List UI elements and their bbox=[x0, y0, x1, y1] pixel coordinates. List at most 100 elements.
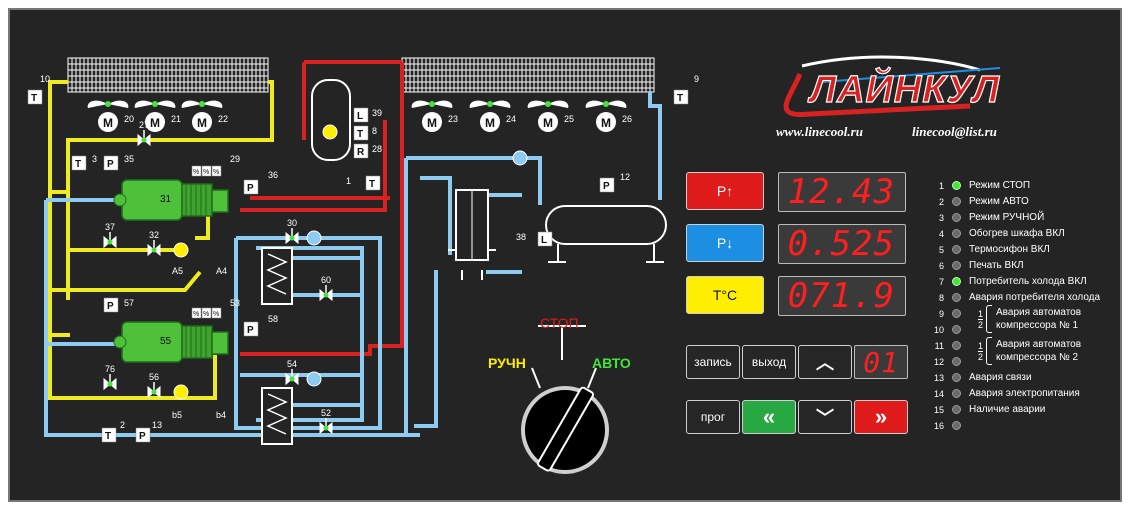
indicator-number: 6 bbox=[938, 260, 944, 271]
indicator-led-icon bbox=[952, 405, 961, 414]
svg-text:36: 36 bbox=[268, 170, 278, 180]
svg-text:22: 22 bbox=[218, 114, 228, 124]
svg-text:38: 38 bbox=[516, 232, 526, 242]
indicator-text: Потребитель холода ВКЛ bbox=[969, 276, 1087, 287]
grouped-indicator-line1: Авария автоматов bbox=[996, 307, 1082, 318]
indicator-text: Обогрев шкафа ВКЛ bbox=[969, 228, 1065, 239]
indicator-row-11: 11 bbox=[928, 338, 969, 353]
svg-text:76: 76 bbox=[105, 364, 115, 374]
svg-text:29: 29 bbox=[230, 154, 240, 164]
svg-text:T: T bbox=[677, 93, 683, 104]
indicator-text: Печать ВКЛ bbox=[969, 260, 1024, 271]
indicator-row-6: 6 Печать ВКЛ bbox=[928, 258, 1024, 273]
valve-56: 56 bbox=[147, 372, 161, 399]
pump-label-b5: b5 bbox=[172, 410, 182, 420]
right-arrow-icon: » bbox=[874, 404, 888, 429]
compressor-55: 55%%% bbox=[113, 307, 229, 363]
indicator-led-icon bbox=[952, 245, 961, 254]
down-button[interactable]: ﹀ bbox=[798, 400, 852, 434]
svg-text:R: R bbox=[357, 147, 365, 158]
oil-separator bbox=[448, 189, 496, 280]
svg-text:8: 8 bbox=[372, 126, 377, 136]
exit-button[interactable]: выход bbox=[742, 345, 796, 379]
indicator-number: 16 bbox=[933, 420, 944, 431]
sensor-10: T10 bbox=[27, 74, 50, 105]
brace-icon bbox=[986, 305, 993, 333]
svg-text:www.linecool.ru: www.linecool.ru bbox=[776, 124, 863, 139]
indicator-number: 15 bbox=[933, 404, 944, 415]
high-pressure-key-label: P↑ bbox=[716, 183, 734, 199]
svg-text:T: T bbox=[357, 129, 363, 140]
liquid-receiver bbox=[545, 205, 667, 263]
svg-text:24: 24 bbox=[506, 114, 516, 124]
temperature-key[interactable]: T°C bbox=[686, 276, 764, 314]
prog-button[interactable]: прог bbox=[686, 400, 740, 434]
brace-icon bbox=[986, 337, 993, 365]
low-pressure-display: 0.525 bbox=[778, 224, 906, 264]
indicator-led-icon bbox=[952, 197, 961, 206]
svg-text:%: % bbox=[193, 169, 199, 176]
heat-exchanger-2 bbox=[261, 387, 293, 445]
condenser-right bbox=[401, 57, 655, 93]
prog-button-label: прог bbox=[700, 410, 726, 424]
svg-text:52: 52 bbox=[321, 408, 331, 418]
indicator-number: 4 bbox=[938, 228, 944, 239]
indicator-number: 1 bbox=[938, 180, 944, 191]
sight-glasses bbox=[173, 150, 528, 400]
svg-text:%: % bbox=[213, 311, 219, 318]
down-arrow-icon: ﹀ bbox=[816, 408, 834, 428]
svg-text:M: M bbox=[601, 116, 611, 130]
svg-text:55: 55 bbox=[160, 336, 172, 347]
high-pressure-key[interactable]: P↑ bbox=[686, 172, 764, 210]
indicator-number: 2 bbox=[938, 196, 944, 207]
left-button[interactable]: « bbox=[742, 400, 796, 434]
svg-text:60: 60 bbox=[321, 275, 331, 285]
indicator-led-icon bbox=[952, 389, 961, 398]
indicator-led-icon bbox=[952, 229, 961, 238]
svg-text:linecool@list.ru: linecool@list.ru bbox=[912, 124, 997, 139]
indicator-row-4: 4 Обогрев шкафа ВКЛ bbox=[928, 226, 1065, 241]
channel-display: 01 bbox=[854, 345, 908, 379]
svg-text:1: 1 bbox=[346, 176, 351, 186]
indicator-led-icon bbox=[952, 261, 961, 270]
svg-text:56: 56 bbox=[149, 372, 159, 382]
low-pressure-value: 0.525 bbox=[787, 224, 895, 264]
svg-text:27: 27 bbox=[139, 120, 149, 130]
svg-text:%: % bbox=[193, 311, 199, 318]
svg-text:31: 31 bbox=[160, 194, 172, 205]
switch-label-manual: РУЧН bbox=[488, 355, 526, 371]
right-button[interactable]: » bbox=[854, 400, 908, 434]
indicator-text: Авария потребителя холода bbox=[969, 292, 1101, 303]
indicator-number: 14 bbox=[933, 388, 944, 399]
low-pressure-key[interactable]: P↓ bbox=[686, 224, 764, 262]
svg-text:M: M bbox=[427, 116, 437, 130]
svg-text:37: 37 bbox=[105, 222, 115, 232]
sensor-36: P36 bbox=[243, 170, 278, 195]
indicator-text: Режим СТОП bbox=[969, 180, 1031, 191]
up-button[interactable]: ︿ bbox=[798, 345, 852, 379]
svg-text:T: T bbox=[369, 179, 375, 190]
sensor-1: T1 bbox=[346, 175, 381, 191]
pump-label-b4: b4 bbox=[216, 410, 226, 420]
svg-text:M: M bbox=[103, 116, 113, 130]
suction-lines bbox=[44, 92, 662, 437]
write-button[interactable]: запись bbox=[686, 345, 740, 379]
indicator-led-icon bbox=[952, 277, 961, 286]
mode-switch[interactable] bbox=[521, 325, 609, 474]
indicator-led-icon bbox=[952, 373, 961, 382]
indicator-number: 13 bbox=[933, 372, 944, 383]
svg-text:%: % bbox=[213, 169, 219, 176]
svg-text:P: P bbox=[107, 301, 114, 312]
